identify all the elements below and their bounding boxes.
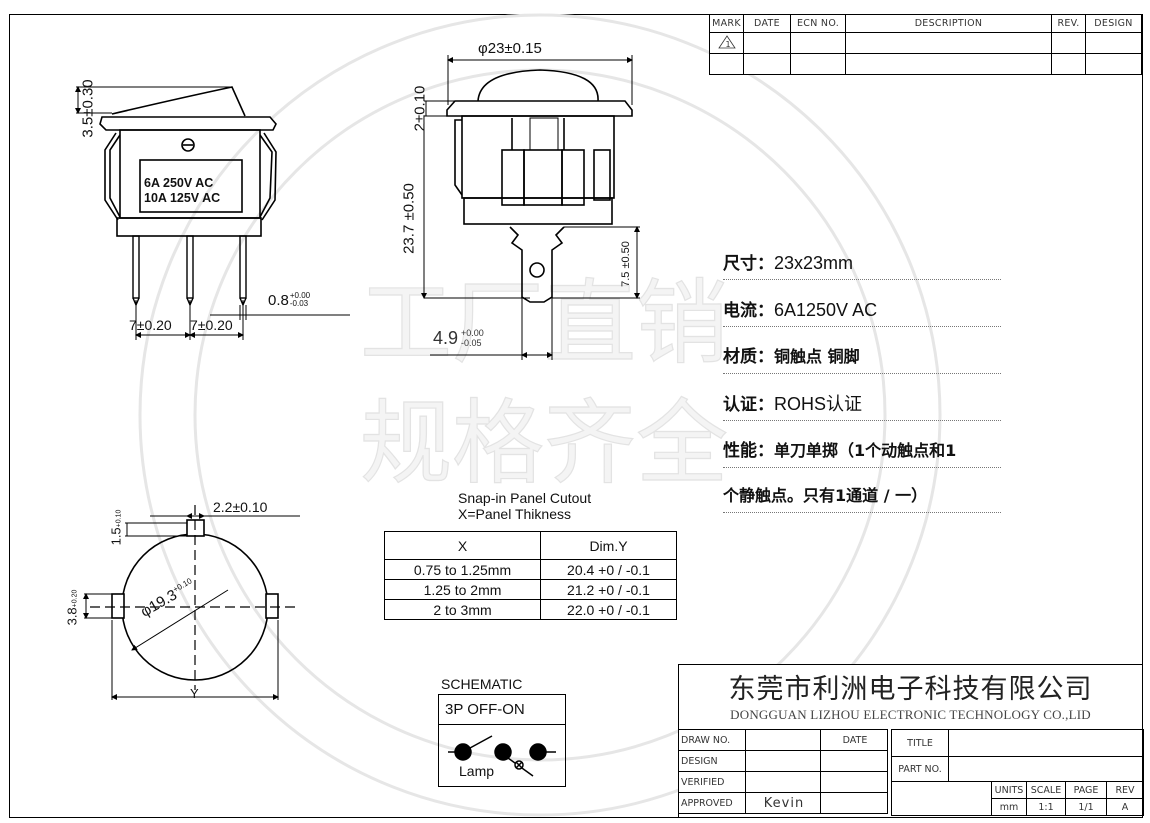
revision-mark-icon: 1	[709, 32, 744, 54]
table-row: 2 to 3mm 22.0 +0 / -0.1	[384, 599, 677, 620]
dim-pin-pitch-2: 7±0.20	[190, 317, 233, 333]
projection-symbol-cell	[891, 781, 992, 816]
rating-line-2: 10A 125V AC	[144, 191, 221, 205]
dim-tab-width: 3.8+0.20	[64, 589, 80, 626]
dim-pin-pitch-1: 7±0.20	[129, 317, 172, 333]
dim-terminal-length: 7.5 ±0.50	[620, 241, 632, 287]
rating-label: 6A 250V AC 10A 125V AC	[144, 176, 220, 206]
cutout-view	[83, 505, 300, 700]
spec-current: 电流：6A1250V AC	[723, 296, 1001, 327]
revision-table: MARK DATE ECN NO. DESCRIPTION REV. DESIG…	[709, 14, 1142, 75]
dim-diameter: φ23±0.15	[478, 40, 542, 57]
side-view	[421, 55, 640, 360]
dim-rocker-height: 3.5±0.30	[79, 79, 97, 138]
title-info-table: TITLE PART NO. UNITS SCALE PAGE REV mm 1…	[891, 729, 1144, 816]
table-row	[709, 53, 1142, 75]
schematic-box: 3P OFF-ON Lamp	[438, 694, 566, 787]
schematic-title: SCHEMATIC	[441, 676, 523, 692]
spec-size: 尺寸：23x23mm	[723, 249, 1001, 280]
drawing-frame	[9, 14, 1143, 818]
dim-total-height: 23.7 ±0.50	[400, 183, 418, 254]
svg-text:1: 1	[725, 40, 730, 49]
col-ecn: ECN NO.	[790, 14, 846, 33]
table-row: 1.25 to 2mm 21.2 +0 / -0.1	[384, 579, 677, 600]
dim-key-depth: 1.5+0.10	[108, 509, 124, 546]
table-row: 1	[709, 32, 1142, 54]
dim-key-width: 2.2±0.10	[213, 499, 268, 515]
watermark-line-2: 规格齐全	[360, 390, 728, 497]
dim-bezel: 2±0.10	[411, 85, 429, 132]
spec-performance-cont: 个静触点。只有1通道 / 一）	[723, 482, 1001, 513]
company-name-en: DONGGUAN LIZHOU ELECTRONIC TECHNOLOGY CO…	[730, 707, 1091, 722]
revision-table-header: MARK DATE ECN NO. DESCRIPTION REV. DESIG…	[709, 14, 1142, 33]
spec-material: 材质：铜触点 铜脚	[723, 343, 1001, 374]
table-row: 0.75 to 1.25mm 20.4 +0 / -0.1	[384, 559, 677, 580]
spec-performance: 性能：单刀单掷（1个动触点和1	[723, 437, 1001, 468]
front-view	[75, 86, 350, 340]
schematic-symbol	[448, 735, 556, 777]
snap-in-header: X Dim.Y	[384, 531, 677, 560]
snap-in-table: X Dim.Y 0.75 to 1.25mm 20.4 +0 / -0.1 1.…	[384, 531, 677, 620]
approver-name: Kevin	[745, 792, 821, 814]
watermark-line-1: 工厂直销	[360, 270, 728, 377]
schematic-type: 3P OFF-ON	[439, 695, 565, 725]
col-description: DESCRIPTION	[845, 14, 1052, 33]
snap-in-title: Snap-in Panel Cutout X=Panel Thikness	[458, 490, 592, 522]
spec-certification: 认证：ROHS认证	[723, 390, 1001, 421]
approval-table: DRAW NO. DATE DESIGN VERIFIED APPROVED K…	[678, 729, 888, 814]
col-mark: MARK	[709, 14, 744, 33]
rating-line-1: 6A 250V AC	[144, 176, 214, 190]
col-design: DESIGN	[1085, 14, 1142, 33]
col-date: DATE	[743, 14, 791, 33]
col-rev: REV.	[1051, 14, 1086, 33]
dim-y-label: Y	[190, 686, 199, 701]
company-name-cn: 东莞市利洲电子科技有限公司	[728, 674, 1093, 705]
dim-pin-width: 0.8+0.00-0.03	[268, 291, 311, 310]
dim-terminal-width: 4.9+0.00-0.05	[433, 328, 484, 348]
lamp-label: Lamp	[459, 763, 495, 779]
